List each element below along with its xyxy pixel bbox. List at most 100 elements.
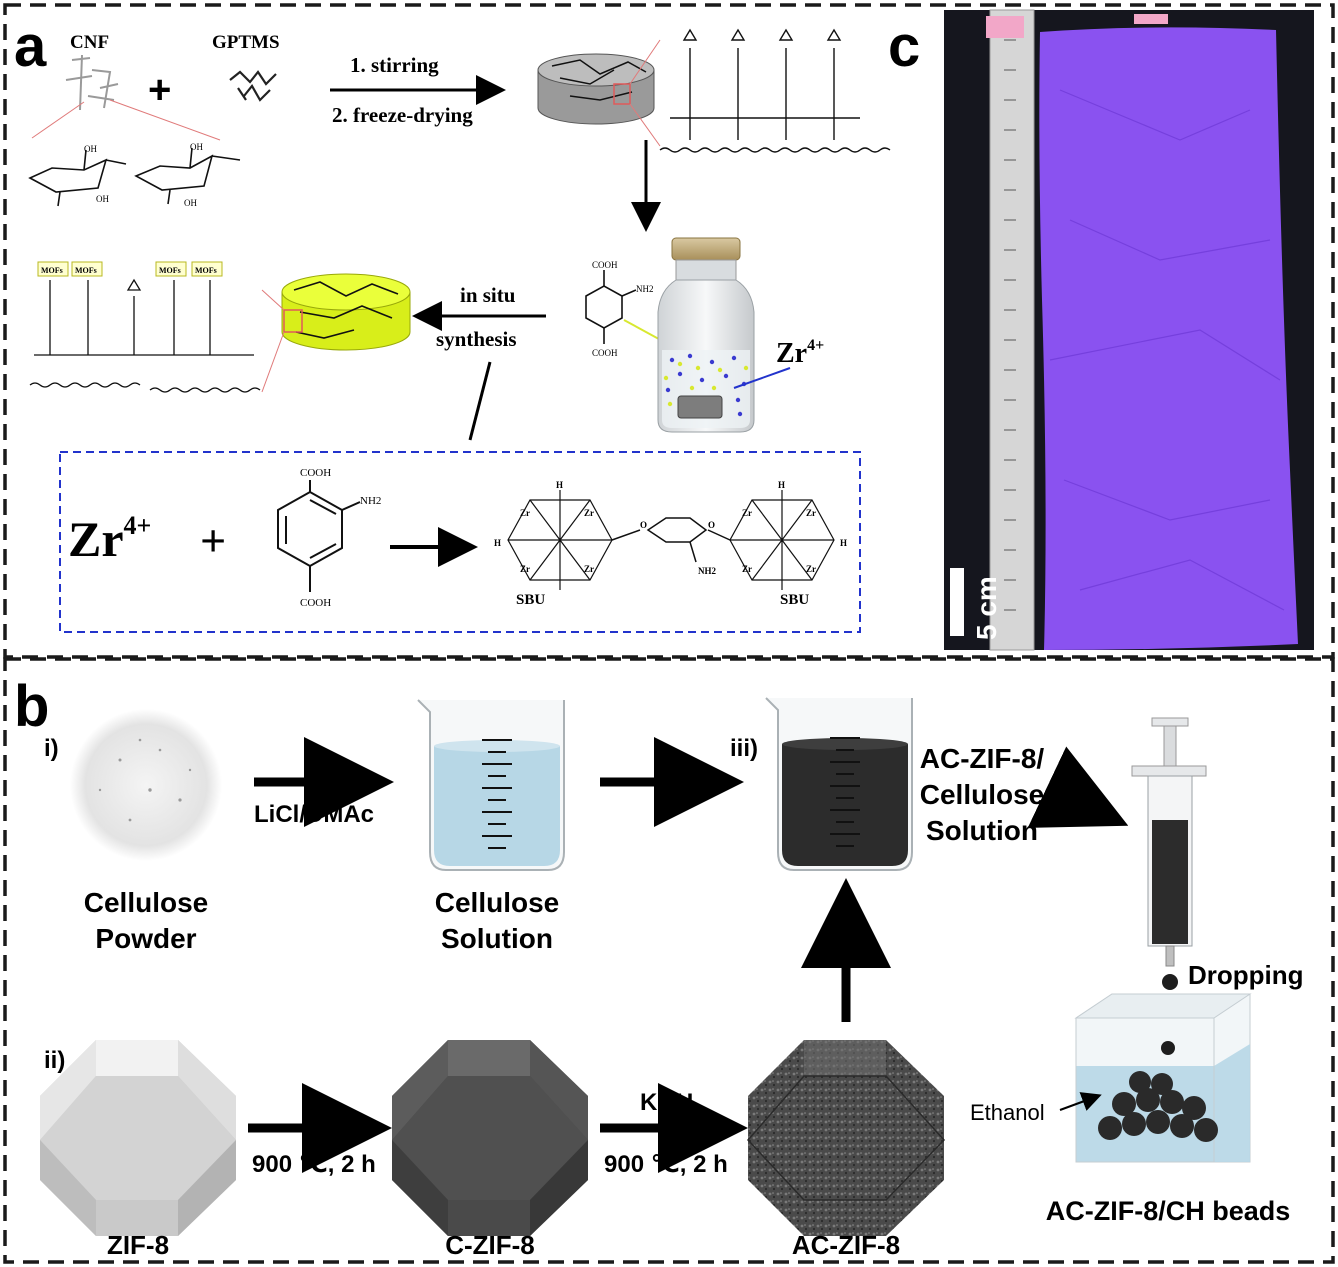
oh-label: OH <box>184 198 197 208</box>
ac-zif8-solution-beaker <box>765 697 913 871</box>
ac-zif8-label: AC-ZIF-8 <box>792 1230 900 1260</box>
dropping-label: Dropping <box>1188 960 1304 990</box>
cooh-label: COOH <box>592 348 618 358</box>
zoom-line-right <box>109 99 221 141</box>
sbu-label: SBU <box>516 592 545 608</box>
cellulose-powder-icon <box>70 709 222 861</box>
zif8-polyhedron <box>40 1040 236 1236</box>
panel-b-letter: b <box>14 674 49 739</box>
ac-solution-label: AC-ZIF-8/ <box>920 743 1045 774</box>
o-atom: O <box>708 520 715 530</box>
scale-label: 5 cm <box>971 576 1002 640</box>
clip <box>1134 14 1168 24</box>
insitu-label: in situ <box>460 283 516 307</box>
oh-label: OH <box>190 142 203 152</box>
row-iii-label: iii) <box>730 735 758 762</box>
beaker-graduations <box>830 737 860 847</box>
droplet <box>1162 974 1178 990</box>
step2-label: 2. freeze-drying <box>332 103 473 127</box>
linker-molecule <box>585 270 637 344</box>
panel-c-letter: c <box>888 14 920 79</box>
aerogel-disc <box>537 53 655 125</box>
ruler <box>989 9 1035 651</box>
h-atom: H <box>494 538 501 548</box>
zr-atom: Zr <box>742 564 752 574</box>
zif8-label: ZIF-8 <box>107 1230 169 1260</box>
ruler-ticks <box>1004 39 1016 611</box>
zr-atom: Zr <box>520 508 530 518</box>
mof-tag: MOFs <box>41 266 63 275</box>
beads-pile <box>1098 1071 1218 1142</box>
zr-ion-label: Zr4+ <box>776 337 824 369</box>
ac-zif8-polyhedron <box>746 1040 946 1236</box>
sbu-label: SBU <box>780 592 809 608</box>
clip <box>986 16 1024 38</box>
zoom-line <box>629 39 661 85</box>
cnf-fiber-icon <box>65 54 119 111</box>
condition-label: 900 ℃, 2 h <box>252 1151 376 1178</box>
c-zif8-label: C-ZIF-8 <box>445 1230 535 1260</box>
droplet <box>1161 1041 1175 1055</box>
condition-label: 900 ℃, 2 h <box>604 1151 728 1178</box>
syringe <box>1131 717 1207 967</box>
zr-atom: Zr <box>584 508 594 518</box>
koh-label: KOH <box>640 1089 693 1116</box>
scale-bar <box>950 568 964 636</box>
h-atom: H <box>556 480 563 490</box>
panel-b-border <box>3 657 1335 1264</box>
cellulose-solution-beaker <box>417 699 565 871</box>
mof-tag: MOFs <box>195 266 217 275</box>
cellulose-structure <box>28 147 241 207</box>
gptms-molecule-icon <box>229 70 277 102</box>
ac-solution-label: Cellulose <box>920 779 1044 810</box>
linker-dots <box>663 361 749 407</box>
connector-line <box>468 361 492 441</box>
step1-label: 1. stirring <box>350 53 439 77</box>
mof-tag: MOFs <box>159 266 181 275</box>
sbu-cluster-left <box>507 490 613 590</box>
zr-atom: Zr <box>806 564 816 574</box>
gptms-label: GPTMS <box>212 32 280 53</box>
box-plus-sign: + <box>200 515 226 566</box>
powder-label: Cellulose <box>84 887 208 918</box>
oh-label: OH <box>96 194 109 204</box>
sbu-cluster-right <box>729 490 835 590</box>
cooh-label: COOH <box>300 597 331 609</box>
zoom-line <box>629 103 661 147</box>
nh2-label: NH2 <box>636 284 654 294</box>
o-atom: O <box>640 520 647 530</box>
zoom-line <box>261 289 285 311</box>
reaction-vial <box>657 237 755 433</box>
row-ii-label: ii) <box>44 1047 65 1074</box>
zr-atom: Zr <box>806 508 816 518</box>
zr-pointer <box>733 367 791 389</box>
powder-label: Powder <box>95 923 196 954</box>
zoom-line-left <box>31 101 85 139</box>
ethanol-label: Ethanol <box>970 1100 1045 1125</box>
zr-atom: Zr <box>520 564 530 574</box>
grafted-chains <box>659 28 891 153</box>
cooh-label: COOH <box>592 260 618 270</box>
ethanol-pointer <box>1059 1092 1102 1111</box>
zoom-line <box>261 331 285 393</box>
solution-label: Cellulose <box>435 887 559 918</box>
synthesis-label: synthesis <box>436 327 517 351</box>
plus-sign: + <box>148 68 171 112</box>
purple-film <box>1039 27 1298 650</box>
beads-label: AC-ZIF-8/CH beads <box>1046 1196 1291 1226</box>
nh2-label: NH2 <box>698 566 717 576</box>
oh-label: OH <box>84 144 97 154</box>
panel-a-border <box>3 3 1335 659</box>
mof-tags <box>37 261 223 277</box>
film-wrinkles <box>1049 89 1285 611</box>
solvent-label: LiCl/DMAc <box>254 801 374 828</box>
box-zr-label: Zr4+ <box>68 511 151 567</box>
panel-a-letter: a <box>14 14 47 79</box>
cnf-label: CNF <box>70 32 109 53</box>
zr-atom: Zr <box>742 508 752 518</box>
solution-label: Solution <box>441 923 553 954</box>
sbu-linker <box>611 517 731 563</box>
ac-solution-label: Solution <box>926 815 1038 846</box>
